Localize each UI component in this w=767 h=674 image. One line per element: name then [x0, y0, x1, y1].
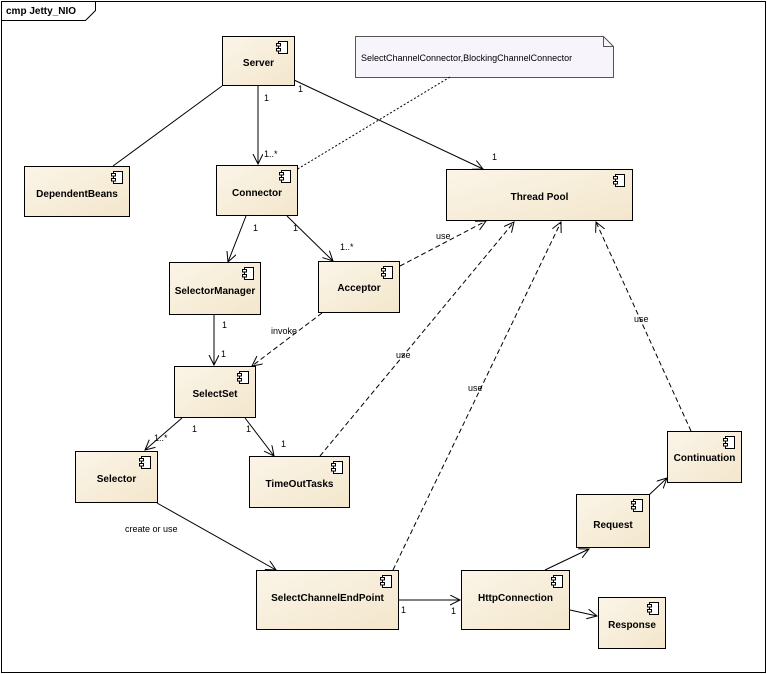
server-label: Server [243, 58, 274, 69]
label-selector-create: create or use [125, 524, 178, 534]
continuation-label: Continuation [674, 453, 736, 464]
component-httpconnection[interactable]: HttpConnection [461, 570, 570, 630]
multiplicities: 1 1..* 1 1 1 1 1..* 1 1 1..* 1 1 1 1 1 [154, 84, 497, 616]
mult-connector-acceptor-dst: 1..* [340, 242, 354, 252]
mult-selectset-timeout-dst: 1 [281, 439, 286, 449]
component-request[interactable]: Request [576, 494, 650, 548]
mult-selectset-timeout-a: 1 [192, 424, 197, 434]
acceptor-label: Acceptor [337, 283, 380, 294]
component-response[interactable]: Response [598, 597, 666, 649]
component-acceptor[interactable]: Acceptor [318, 261, 400, 313]
note-link [295, 76, 451, 171]
edge-timeouttasks-threadpool [319, 222, 514, 457]
label-acceptor-invoke: invoke [271, 326, 297, 336]
edge-acceptor-selectset [252, 312, 323, 366]
mult-selectormanager-selectset-dst: 1 [221, 349, 226, 359]
httpconnection-label: HttpConnection [478, 593, 553, 604]
selectormanager-label: SelectorManager [175, 286, 256, 297]
component-threadpool[interactable]: Thread Pool [446, 169, 633, 221]
label-continuation-use: use [634, 314, 649, 324]
mult-selectset-selector: 1..* [154, 433, 168, 443]
edge-server-threadpool [293, 79, 483, 169]
selectchannelendpoint-label: SelectChannelEndPoint [271, 593, 384, 604]
label-timeout-use: use [396, 350, 411, 360]
selector-label: Selector [97, 474, 137, 485]
label-endpoint-use: use [468, 383, 483, 393]
mult-endpoint-httpconnection-src: 1 [401, 605, 406, 615]
label-acceptor-use: use [436, 231, 451, 241]
note-text: SelectChannelConnector,BlockingChannelCo… [361, 53, 572, 63]
component-selector[interactable]: Selector [75, 451, 158, 503]
mult-connector-selectormanager: 1 [253, 223, 258, 233]
request-label: Request [593, 520, 633, 531]
mult-endpoint-httpconnection-dst: 1 [451, 606, 456, 616]
edges [112, 76, 692, 616]
mult-server-threadpool-dst: 1 [492, 152, 497, 162]
component-connector[interactable]: Connector [216, 165, 298, 216]
mult-connector-acceptor-src: 1 [293, 223, 298, 233]
mult-selectset-timeout-b: 1 [246, 424, 251, 434]
mult-server-threadpool-src: 1 [298, 84, 303, 94]
timeouttasks-label: TimeOutTasks [266, 479, 334, 490]
connector-label: Connector [232, 188, 282, 199]
edge-selectset-timeouttasks [244, 417, 274, 456]
edge-connector-acceptor [286, 215, 333, 261]
edge-continuation-threadpool [596, 222, 692, 432]
edge-selectset-selector [145, 417, 183, 450]
component-timeouttasks[interactable]: TimeOutTasks [249, 456, 350, 508]
edge-httpconnection-response [569, 610, 597, 616]
edge-server-dependentbeans [112, 85, 223, 167]
edge-endpoint-threadpool [392, 222, 561, 571]
component-selectormanager[interactable]: SelectorManager [169, 262, 261, 315]
mult-server-connector-src: 1 [264, 93, 269, 103]
edge-request-continuation [648, 478, 667, 496]
component-server[interactable]: Server [222, 36, 295, 86]
edge-httpconnection-request [544, 549, 589, 571]
component-selectchannelendpoint[interactable]: SelectChannelEndPoint [256, 570, 399, 630]
component-continuation[interactable]: Continuation [667, 431, 742, 483]
threadpool-label: Thread Pool [511, 192, 569, 203]
edge-acceptor-threadpool [399, 221, 486, 267]
frame-title: cmp Jetty_NIO [6, 6, 76, 17]
edge-connector-selectormanager [228, 215, 247, 262]
response-label: Response [608, 620, 656, 631]
note: SelectChannelConnector,BlockingChannelCo… [355, 36, 614, 78]
selectset-label: SelectSet [192, 389, 238, 400]
edge-labels: use invoke use use use create or use [125, 231, 649, 534]
edge-selector-endpoint [156, 502, 276, 570]
component-selectset[interactable]: SelectSet [174, 366, 256, 418]
component-dependentbeans[interactable]: DependentBeans [24, 166, 130, 217]
dependentbeans-label: DependentBeans [36, 189, 118, 200]
mult-server-connector-dst: 1..* [264, 149, 278, 159]
mult-selectormanager-selectset-src: 1 [222, 320, 227, 330]
